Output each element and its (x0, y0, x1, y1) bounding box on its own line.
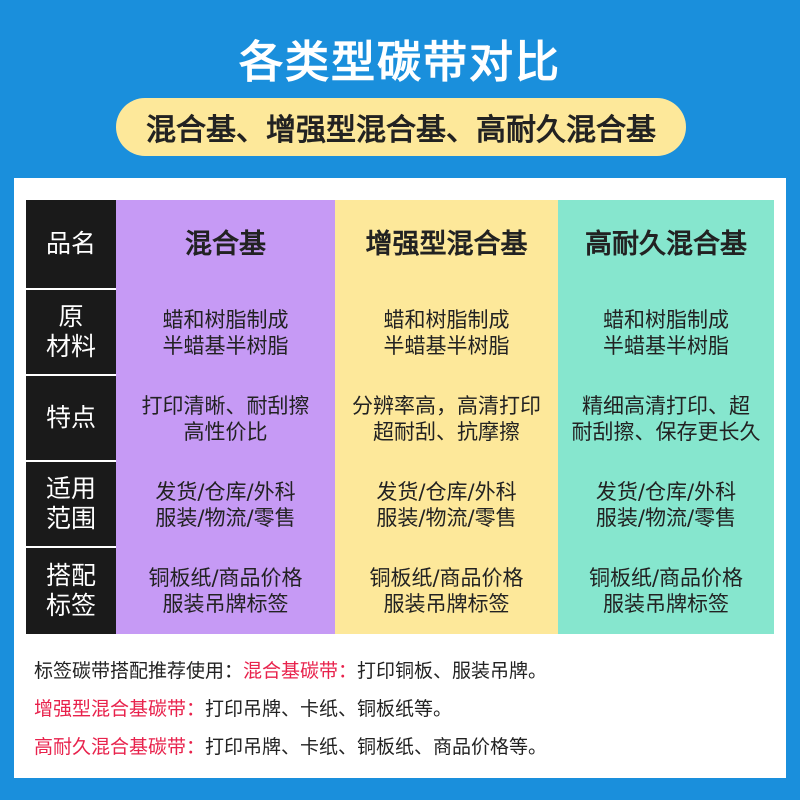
note-line: 标签碳带搭配推荐使用： 混合基碳带： 打印铜板、服装吊牌。 (34, 650, 774, 688)
table-cell: 铜板纸/商品价格 服装吊牌标签 (335, 548, 558, 634)
row-header-material: 原 材料 (26, 290, 116, 376)
cell-line: 蜡和树脂制成 (162, 308, 289, 332)
note-highlight: 增强型混合基碳带： (34, 697, 206, 720)
cell-line: 发货/仓库/外科 (595, 480, 737, 504)
table-cell: 分辨率高，高清打印 超耐刮、抗摩擦 (335, 376, 558, 462)
cell-line: 半蜡基半树脂 (162, 334, 289, 358)
comparison-table: 品名 混合基 增强型混合基 高耐久混合基 原 材料 蜡和树脂制成 半蜡基半树脂 … (26, 200, 774, 634)
note-highlight: 混合基碳带： (243, 659, 358, 682)
column-header-hybrid: 混合基 (116, 200, 335, 290)
cell-line: 发货/仓库/外科 (155, 480, 296, 504)
row-header-line: 原 (58, 302, 84, 331)
cell-line: 服装吊牌标签 (383, 592, 510, 616)
cell-line: 耐刮擦、保存更长久 (571, 420, 761, 444)
cell-line: 服装/物流/零售 (376, 506, 517, 530)
table-cell: 发货/仓库/外科 服装/物流/零售 (116, 462, 335, 548)
row-header-line: 范围 (45, 504, 96, 533)
note-text: 打印铜板、服装吊牌。 (357, 659, 548, 682)
cell-line: 精细高清打印、超 (582, 394, 750, 418)
note-text: 打印吊牌、卡纸、铜板纸、商品价格等。 (205, 735, 548, 758)
cell-line: 铜板纸/商品价格 (588, 566, 744, 590)
row-header-scope: 适用 范围 (26, 462, 116, 548)
note-highlight: 高耐久混合基碳带： (34, 735, 206, 758)
cell-line: 服装吊牌标签 (602, 592, 729, 616)
row-header-line: 搭配 (45, 561, 96, 590)
cell-line: 服装/物流/零售 (155, 506, 296, 530)
note-line: 增强型混合基碳带： 打印吊牌、卡纸、铜板纸等。 (34, 688, 774, 726)
row-header-labels: 搭配 标签 (26, 548, 116, 634)
subtitle-pill: 混合基、增强型混合基、高耐久混合基 (116, 98, 686, 156)
table-cell: 蜡和树脂制成 半蜡基半树脂 (558, 290, 774, 376)
cell-line: 服装/物流/零售 (595, 506, 737, 530)
cell-line: 发货/仓库/外科 (376, 480, 517, 504)
cell-line: 蜡和树脂制成 (383, 308, 510, 332)
table-cell: 发货/仓库/外科 服装/物流/零售 (558, 462, 774, 548)
cell-line: 半蜡基半树脂 (603, 334, 729, 358)
cell-line: 蜡和树脂制成 (603, 308, 729, 332)
table-cell: 铜板纸/商品价格 服装吊牌标签 (116, 548, 335, 634)
table-cell: 蜡和树脂制成 半蜡基半树脂 (335, 290, 558, 376)
note-prefix: 标签碳带搭配推荐使用： (34, 659, 244, 682)
cell-line: 半蜡基半树脂 (383, 334, 510, 358)
cell-line: 超耐刮、抗摩擦 (373, 420, 520, 444)
row-header-line: 特点 (45, 403, 96, 432)
table-corner-header: 品名 (26, 200, 116, 290)
cell-line: 服装吊牌标签 (162, 592, 289, 616)
table-cell: 精细高清打印、超 耐刮擦、保存更长久 (558, 376, 774, 462)
row-header-features: 特点 (26, 376, 116, 462)
table-cell: 蜡和树脂制成 半蜡基半树脂 (116, 290, 335, 376)
note-line: 高耐久混合基碳带： 打印吊牌、卡纸、铜板纸、商品价格等。 (34, 726, 774, 764)
comparison-panel: 品名 混合基 增强型混合基 高耐久混合基 原 材料 蜡和树脂制成 半蜡基半树脂 … (14, 178, 786, 778)
column-header-durable: 高耐久混合基 (558, 200, 774, 290)
cell-line: 打印清晰、耐刮擦 (141, 394, 310, 418)
row-header-line: 适用 (45, 474, 96, 503)
recommendation-notes: 标签碳带搭配推荐使用： 混合基碳带： 打印铜板、服装吊牌。 增强型混合基碳带： … (34, 650, 774, 764)
cell-line: 铜板纸/商品价格 (148, 566, 303, 590)
cell-line: 高性价比 (183, 420, 268, 444)
column-header-enhanced: 增强型混合基 (335, 200, 558, 290)
page-title: 各类型碳带对比 (239, 37, 561, 88)
row-header-line: 标签 (45, 591, 96, 620)
table-cell: 发货/仓库/外科 服装/物流/零售 (335, 462, 558, 548)
cell-line: 分辨率高，高清打印 (352, 394, 541, 418)
table-cell: 铜板纸/商品价格 服装吊牌标签 (558, 548, 774, 634)
table-cell: 打印清晰、耐刮擦 高性价比 (116, 376, 335, 462)
cell-line: 铜板纸/商品价格 (369, 566, 524, 590)
row-header-line: 材料 (45, 332, 96, 361)
note-text: 打印吊牌、卡纸、铜板纸等。 (205, 697, 453, 720)
